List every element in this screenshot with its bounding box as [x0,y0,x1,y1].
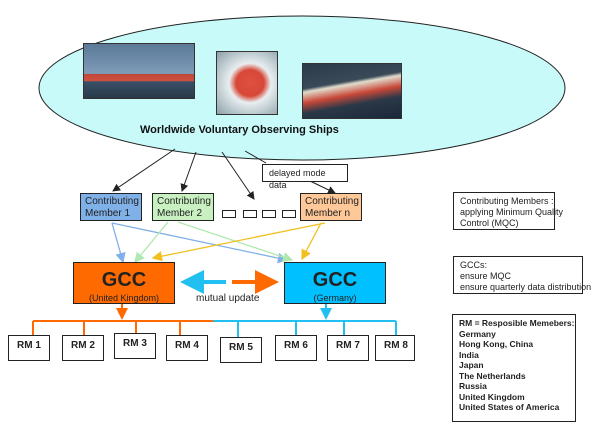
responsible-member-2[interactable]: RM 2 [62,335,104,361]
responsible-member-4[interactable]: RM 4 [166,335,208,361]
contributing-member-1[interactable]: Contributing Member 1 [80,193,142,221]
gcc-uk-country: (United Kingdom) [88,293,160,303]
arrow-to-delayed [244,150,267,164]
arrow-to-cm2 [180,151,197,192]
legend-rm-country: Japan [459,360,484,370]
legend-rm-country: United States of America [459,402,560,412]
cmn-to-gcc-de [301,222,322,261]
gcc-de-title: GCC [312,269,358,291]
legend-cm-line: applying Minimum Quality [460,207,564,217]
legend-rm-country: Hong Kong, China [459,339,534,349]
responsible-member-6[interactable]: RM 6 [275,335,317,361]
cm1-line2: Member 1 [85,208,131,219]
legend-gcc-line: ensure MQC [460,271,512,281]
legend-cm-line: Control (MQC) [460,218,519,228]
cmn-to-gcc-uk [151,222,326,262]
responsible-member-7[interactable]: RM 7 [327,335,369,361]
arrow-to-dots [221,151,255,200]
responsible-member-1[interactable]: RM 1 [8,335,50,361]
ship-photo-2 [216,51,278,115]
legend-rm-country: India [459,349,479,360]
ellipsis-box-1 [222,210,236,218]
gcc-germany[interactable]: GCC (Germany) [284,262,386,304]
ship-photo-3 [302,63,402,119]
contributing-member-2[interactable]: Contributing Member 2 [152,193,214,221]
cm2-line2: Member 2 [157,208,203,219]
cm1-to-gcc-de [111,222,289,264]
ships-title: Worldwide Voluntary Observing Ships [140,124,339,136]
responsible-member-5[interactable]: RM 5 [220,337,262,363]
legend-gccs: GCCs: ensure MQC ensure quarterly data d… [453,256,592,294]
arrow-to-cmn [309,180,336,194]
cm1-line1: Contributing [85,196,139,207]
legend-rm-country: The Netherlands [459,370,526,381]
arrow-to-cm1 [112,148,176,192]
ellipsis-box-2 [243,210,257,218]
legend-rm-heading: RM = Resposible Memebers: [459,318,575,328]
cmn-line1: Contributing [305,196,359,207]
responsible-member-8[interactable]: RM 8 [375,335,415,361]
cm2-to-gcc-uk [134,221,169,264]
contributing-member-n[interactable]: Contributing Member n [300,193,362,221]
legend-rm-country: Russia [459,381,487,391]
legend-gcc-line: GCCs: [460,260,487,270]
gcc-uk-title: GCC [101,269,147,291]
legend-rm-country: Germany [459,328,496,339]
legend-rm-country: United Kingdom [459,391,525,402]
legend-cm-line: Contributing Members : [460,196,554,206]
legend-gcc-line: ensure quarterly data distribution [460,282,592,292]
gcc-united-kingdom[interactable]: GCC (United Kingdom) [73,262,175,304]
ellipsis-box-4 [282,210,296,218]
cm1-to-gcc-uk [111,222,126,264]
legend-contributing: Contributing Members : applying Minimum … [453,192,564,230]
mutual-update-label: mutual update [196,293,260,304]
ellipsis-box-3 [262,210,276,218]
ship-photo-1 [83,43,195,99]
cm2-line1: Contributing [157,196,211,207]
responsible-member-3[interactable]: RM 3 [114,333,156,359]
delayed-mode-label: delayed mode data [262,164,348,190]
cmn-line2: Member n [305,208,351,219]
gcc-de-country: (Germany) [313,293,357,303]
